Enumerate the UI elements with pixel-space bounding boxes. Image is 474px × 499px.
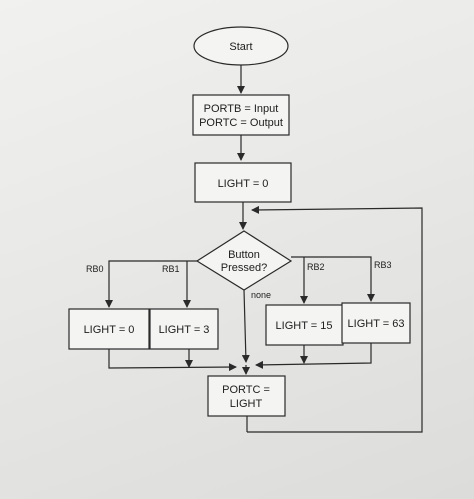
output-box [207, 375, 286, 417]
init-ports-box [192, 94, 290, 136]
branch-label-rb1: RB1 [162, 264, 180, 274]
action-rb1-label: LIGHT = 3 [159, 324, 210, 336]
action-rb1-box [149, 308, 219, 350]
start-node: Start [193, 26, 289, 66]
branch-label-rb3: RB3 [374, 260, 392, 270]
action-rb1: LIGHT = 3 [149, 308, 219, 350]
init-ports-line-2: PORTC = Output [199, 117, 283, 129]
action-rb3-box [341, 302, 411, 344]
connector-rb3 [291, 256, 375, 302]
init-ports-process: PORTB = Input PORTC = Output [192, 94, 290, 136]
action-rb0-box [68, 308, 150, 350]
action-rb2-box [265, 304, 344, 346]
start-label: Start [229, 41, 252, 53]
init-light-label: LIGHT = 0 [218, 178, 269, 190]
branch-label-none: none [251, 290, 271, 300]
connector-merge-right [255, 343, 372, 369]
branch-label-rb2: RB2 [307, 262, 325, 272]
action-rb2: LIGHT = 15 [265, 304, 344, 346]
button-pressed-decision: Button Pressed? [195, 230, 293, 291]
branch-label-rb0: RB0 [86, 264, 104, 274]
init-ports-line-1: PORTB = Input [204, 103, 279, 115]
connector-loop-back [247, 205, 423, 433]
decision-line-1: Button [228, 249, 260, 261]
connector-none [241, 289, 250, 363]
connector-rb0 [105, 260, 197, 308]
action-rb0-label: LIGHT = 0 [84, 324, 135, 336]
output-line-1: PORTC = [222, 384, 270, 396]
output-line-2: LIGHT [230, 398, 263, 410]
decision-line-2: Pressed? [221, 262, 267, 274]
action-rb3: LIGHT = 63 [341, 302, 411, 344]
init-light-process: LIGHT = 0 [194, 162, 292, 203]
action-rb2-label: LIGHT = 15 [276, 320, 333, 332]
connector-merge-left [108, 349, 237, 372]
output-process: PORTC = LIGHT [207, 375, 286, 417]
init-light-box [194, 162, 292, 203]
action-rb0: LIGHT = 0 [68, 308, 150, 350]
action-rb3-label: LIGHT = 63 [348, 318, 405, 330]
